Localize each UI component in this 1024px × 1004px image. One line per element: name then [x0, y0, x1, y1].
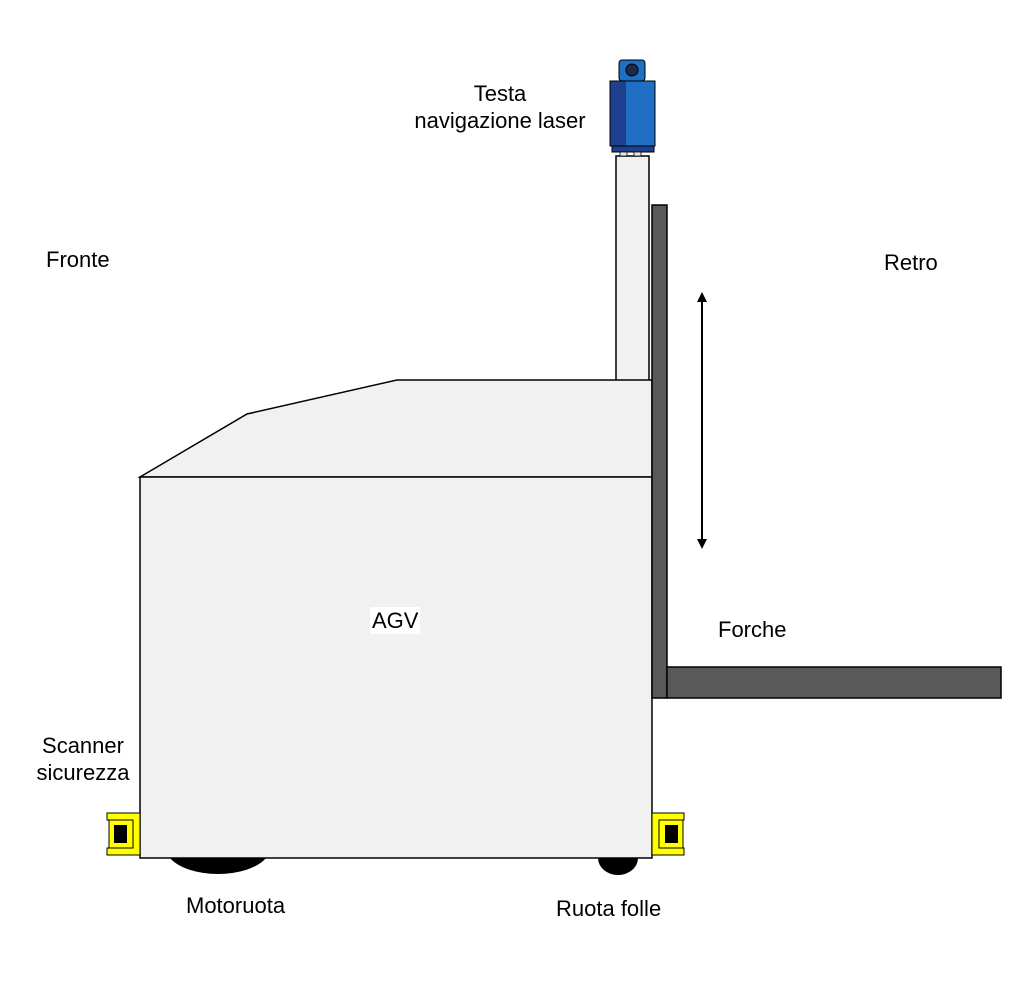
- drive-wheel: [170, 858, 266, 874]
- agv-body: [139, 476, 653, 859]
- laser-mast: [615, 155, 650, 383]
- front-label: Fronte: [46, 247, 110, 272]
- fork-carriage: [651, 204, 668, 699]
- agv-label: AGV: [370, 607, 421, 634]
- forks: [666, 666, 1002, 699]
- laser-head-label-line1: Testa: [473, 81, 527, 106]
- laser-head-label-line2: navigazione laser: [414, 108, 586, 133]
- safety-scanner-label-line2: sicurezza: [36, 760, 130, 785]
- safety-scanner-label-line1: Scanner: [42, 733, 124, 758]
- laser-head-icon: [609, 59, 656, 157]
- idler-wheel-label: Ruota folle: [556, 896, 662, 921]
- forks-label: Forche: [718, 617, 787, 642]
- idler-wheel: [598, 858, 638, 875]
- back-label: Retro: [884, 250, 938, 275]
- laser-head-label: Testa navigazione laser: [400, 80, 600, 134]
- rear-safety-scanner-icon: [651, 812, 685, 856]
- safety-scanner-label: Scanner sicurezza: [30, 732, 136, 786]
- front-safety-scanner-icon: [106, 812, 141, 856]
- drive-wheel-label: Motoruota: [186, 893, 286, 918]
- agv-body-top: [137, 379, 653, 478]
